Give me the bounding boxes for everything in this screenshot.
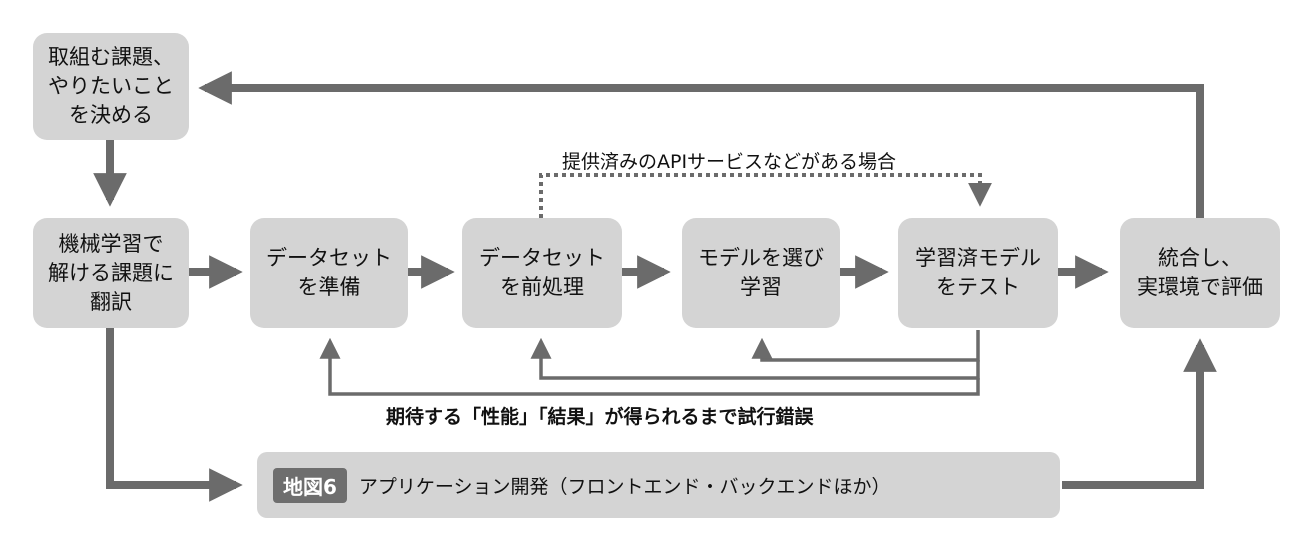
retry-to-model	[751, 330, 980, 362]
node-prepare: データセット を準備	[250, 218, 408, 328]
node-translate: 機械学習で 解ける課題に 翻訳	[33, 218, 189, 328]
app-development-label: アプリケーション開発（フロントエンド・バックエンドほか）	[358, 475, 891, 498]
arrow-app-integrate	[1062, 338, 1217, 489]
api-bypass-arrow	[539, 173, 992, 218]
node-integrate: 統合し、 実環境で評価	[1120, 218, 1280, 328]
node-test: 学習済モデル をテスト	[898, 218, 1058, 328]
retry-to-preprocess	[530, 337, 980, 380]
node-app-development: 地図6 アプリケーション開発（フロントエンド・バックエンドほか）	[257, 452, 1060, 518]
feedback-arrow	[198, 71, 1204, 218]
label-api-service: 提供済みのAPIサービスなどがある場合	[562, 151, 897, 173]
node-decide: 取組む課題、 やりたいこと を決める	[33, 33, 189, 140]
map-badge: 地図6	[273, 467, 347, 503]
arrow-translate-app	[106, 328, 243, 502]
node-preprocess: データセット を前処理	[462, 218, 622, 328]
label-trial-error: 期待する「性能」「結果」が得られるまで試行錯誤	[386, 406, 814, 428]
node-select-model: モデルを選び 学習	[682, 218, 840, 328]
retry-to-prepare	[319, 337, 980, 396]
